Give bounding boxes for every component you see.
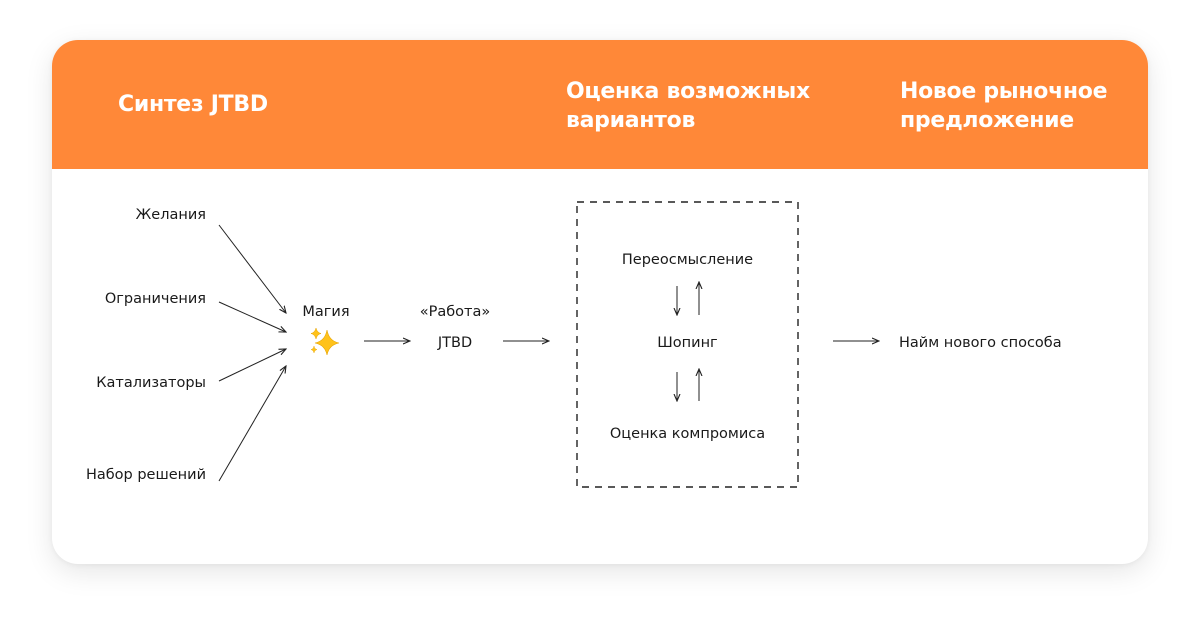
header-band: Синтез JTBD Оценка возможных вариантов Н… xyxy=(52,40,1148,169)
input-label-catalysts: Катализаторы xyxy=(96,375,206,391)
evaluation-step-rethink: Переосмысление xyxy=(621,252,754,268)
input-label-solutions: Набор решений xyxy=(85,467,206,483)
job-label-line2: JTBD xyxy=(437,335,473,351)
header-title-evaluation: Оценка возможных вариантов xyxy=(566,79,810,133)
evaluation-dashed-box xyxy=(576,201,799,488)
diagram-card: Синтез JTBD Оценка возможных вариантов Н… xyxy=(52,40,1148,564)
arrow-solutions-to-magic xyxy=(218,366,286,482)
input-label-desires: Желания xyxy=(135,207,206,223)
magic-label: Магия xyxy=(302,304,350,320)
header-title-synthesis: Синтез JTBD xyxy=(118,92,268,117)
result-label: Найм нового способа xyxy=(899,335,1062,351)
evaluation-step-tradeoff: Оценка компромиса xyxy=(609,426,766,442)
input-label-constraints: Ограничения xyxy=(104,291,206,307)
arrow-constraints-to-magic xyxy=(218,301,286,332)
header-title-new-offer: Новое рыночное предложение xyxy=(900,79,1108,133)
arrow-desires-to-magic xyxy=(218,224,286,313)
arrow-catalysts-to-magic xyxy=(218,349,286,382)
sparkles-icon xyxy=(310,327,340,356)
evaluation-step-shopping: Шопинг xyxy=(657,335,718,351)
job-label-line1: «Работа» xyxy=(419,304,491,320)
